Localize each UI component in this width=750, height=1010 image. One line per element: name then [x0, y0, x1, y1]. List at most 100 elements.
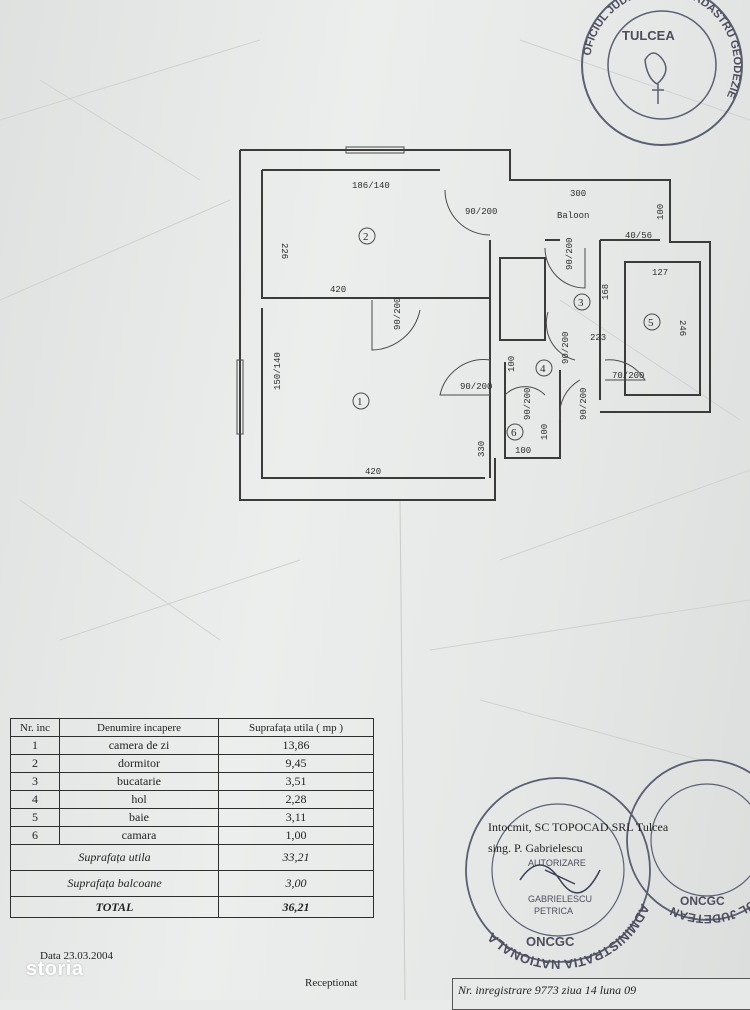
room-number-4: 4	[535, 359, 553, 377]
row-name: dormitor	[59, 754, 219, 773]
total-row: TOTAL 36,21	[10, 896, 374, 918]
dim-door-hall-bath: 90/200	[579, 388, 589, 420]
stamp-br-bottom: ONCGC	[680, 894, 725, 908]
room-number-6: 6	[506, 423, 524, 441]
row-name: hol	[59, 790, 219, 809]
row-nr: 1	[10, 736, 60, 755]
table-header-row: Nr. inc Denumire incapere Suprafața util…	[10, 718, 374, 737]
door-kitchen-hall	[545, 311, 576, 361]
row-nr: 6	[10, 826, 60, 845]
room-number-5: 5	[643, 313, 661, 331]
stamp-bl-inner-3: PETRICA	[534, 906, 573, 916]
dim-balcony-width: 300	[570, 189, 586, 199]
outer-wall-left-bottom	[239, 150, 496, 501]
dim-door-storage: 90/200	[523, 388, 533, 420]
row-area: 1,00	[218, 826, 374, 845]
document-date: Data 23.03.2004	[40, 950, 114, 962]
room-number-1: 1	[352, 392, 370, 410]
dim-door-balcony: 90/200	[465, 207, 497, 217]
row-name: camera de zi	[59, 736, 219, 755]
door-balcony	[444, 189, 491, 236]
dim-room1-height: 330	[477, 441, 487, 457]
balcony-area-label: Suprafața balcoane	[10, 870, 219, 897]
row-name: camara	[59, 826, 219, 845]
row-area: 3,51	[218, 772, 374, 791]
room-number-3: 3	[573, 293, 591, 311]
table-row: 2 dormitor 9,45	[10, 754, 374, 773]
outer-wall-top-right	[240, 149, 711, 413]
dim-door-hall-room1: 90/200	[460, 382, 492, 392]
registration-number: Nr. inregistrare 9773 ziua 14 luna 09	[458, 983, 637, 997]
svg-text:6: 6	[511, 427, 517, 439]
stamp-bl-inner-1: AUTORIZARE	[528, 858, 586, 868]
row-area: 2,28	[218, 790, 374, 809]
door-bathroom	[604, 359, 646, 381]
balcony-label: Baloon	[557, 211, 589, 221]
row-area: 13,86	[218, 736, 374, 755]
dim-door-hall-kitchen: 90/200	[561, 332, 571, 364]
svg-text:3: 3	[578, 297, 584, 309]
dim-hall-100: 100	[507, 356, 517, 372]
dim-40-56: 40/56	[625, 231, 652, 241]
room-number-2: 2	[358, 227, 376, 245]
row-nr: 3	[10, 772, 60, 791]
row-area: 9,45	[218, 754, 374, 773]
useful-area-value: 33,21	[218, 844, 374, 871]
engineer-name: sing. P. Gabrielescu	[488, 841, 583, 855]
total-value: 36,21	[218, 896, 374, 918]
dim-door-bath: 70/200	[612, 371, 644, 381]
row-nr: 2	[10, 754, 60, 773]
stamp-authorization: ADMINISTRATIA NATIONALA ONCGC AUTORIZARE…	[465, 777, 653, 972]
dim-door-kitchen-top: 90/200	[565, 238, 575, 270]
stamp-bl-bottom: ONCGC	[526, 934, 575, 949]
svg-text:5: 5	[648, 317, 654, 329]
dim-room1-width: 420	[365, 467, 381, 477]
svg-text:4: 4	[540, 363, 546, 375]
table-row: 5 baie 3,11	[10, 808, 374, 827]
door-room2-room1	[371, 300, 421, 351]
stamp-top-city: TULCEA	[622, 28, 675, 43]
header-area: Suprafața utila ( mp )	[218, 718, 374, 737]
dim-window-room1: 150/140	[273, 352, 283, 390]
table-row: 1 camera de zi 13,86	[10, 736, 374, 755]
table-row: 6 camara 1,00	[10, 826, 374, 845]
row-name: bucatarie	[59, 772, 219, 791]
dim-room2-height: 226	[279, 243, 289, 259]
svg-text:2: 2	[363, 231, 369, 243]
dim-storage-height: 100	[540, 424, 550, 440]
row-area: 3,11	[218, 808, 374, 827]
svg-text:1: 1	[357, 396, 363, 408]
table-row: 3 bucatarie 3,51	[10, 772, 374, 791]
window-room-1	[236, 359, 244, 435]
dim-kitchen-width: 223	[590, 333, 606, 343]
signature-mark	[519, 864, 601, 894]
dim-room2-width: 420	[330, 285, 346, 295]
row-name: baie	[59, 808, 219, 827]
dim-kitchen-height: 168	[601, 284, 611, 300]
table-row: 4 hol 2,28	[10, 790, 374, 809]
received-label: Receptionat	[305, 977, 358, 989]
dim-bath-height: 246	[677, 320, 687, 336]
dim-window-room2: 186/140	[352, 181, 390, 191]
door-hall-bath	[559, 379, 581, 421]
door-hall-room1	[439, 359, 491, 396]
stamp-bl-inner-2: GABRIELESCU	[528, 894, 592, 904]
useful-area-row: Suprafața utila 33,21	[10, 844, 374, 871]
dim-door-room2-room1: 90/200	[393, 298, 403, 330]
dim-storage-width: 100	[515, 446, 531, 456]
window-room-2	[345, 146, 405, 154]
dim-balcony-depth: 100	[656, 204, 666, 220]
door-kitchen-top	[544, 247, 586, 289]
balcony-area-row: Suprafața balcoane 3,00	[10, 870, 374, 897]
prepared-by: Intocmit, SC TOPOCAD SRL Tulcea	[488, 820, 669, 834]
room-area-table: Nr. inc Denumire incapere Suprafața util…	[10, 718, 374, 918]
dim-bath-width: 127	[652, 268, 668, 278]
balcony-area-value: 3,00	[218, 870, 374, 897]
useful-area-label: Suprafața utila	[10, 844, 219, 871]
header-name: Denumire incapere	[59, 718, 219, 737]
